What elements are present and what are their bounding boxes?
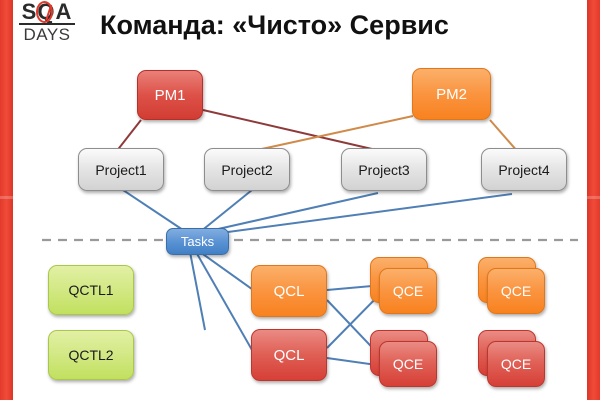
- node-project4[interactable]: Project4: [481, 148, 567, 191]
- node-qce-red-2-label: QCE: [500, 356, 532, 372]
- edge-project3-tasks: [195, 192, 379, 235]
- node-pm2-label: PM2: [436, 85, 467, 103]
- node-qctl1-label: QCTL1: [68, 282, 114, 298]
- node-project2[interactable]: Project2: [204, 148, 290, 191]
- edge-tasks-qcl-orange: [199, 251, 257, 293]
- node-pm1-label: PM1: [154, 86, 186, 104]
- edge-tasks-qcl-red: [195, 251, 257, 358]
- sqa-days-logo: SQA DAYS: [17, 1, 77, 44]
- qce-stack-front-card[interactable]: QCE: [379, 341, 437, 387]
- left-red-stripe: [0, 0, 13, 400]
- node-qce-red-1-label: QCE: [392, 356, 424, 372]
- node-project3[interactable]: Project3: [341, 148, 427, 191]
- edge-pm2-project4: [489, 119, 519, 153]
- node-qce-red-2[interactable]: QCE: [478, 330, 545, 387]
- node-qcl-red-label: QCL: [273, 346, 305, 364]
- edge-pm1-project1: [115, 119, 142, 153]
- node-qctl1[interactable]: QCTL1: [48, 265, 134, 315]
- node-qce-orange-2[interactable]: QCE: [478, 257, 545, 314]
- edge-project2-tasks: [199, 189, 253, 233]
- node-qce-orange-2-label: QCE: [500, 283, 532, 299]
- node-qcl-orange-label: QCL: [273, 282, 305, 300]
- node-pm2[interactable]: PM2: [412, 68, 491, 120]
- page-title: Команда: «Чисто» Сервис: [100, 10, 449, 40]
- logo-divider: [19, 23, 75, 25]
- node-project3-label: Project3: [358, 161, 410, 178]
- logo-circle-icon: [36, 1, 53, 23]
- qce-stack-front-card[interactable]: QCE: [487, 341, 545, 387]
- node-pm1[interactable]: PM1: [137, 70, 203, 120]
- node-tasks[interactable]: Tasks: [166, 228, 229, 255]
- right-red-stripe: [587, 0, 600, 400]
- node-qce-orange-1-label: QCE: [392, 283, 424, 299]
- node-qce-orange-1[interactable]: QCE: [370, 257, 437, 314]
- node-qcl-orange[interactable]: QCL: [251, 265, 327, 317]
- logo-bottom-text: DAYS: [23, 25, 71, 44]
- qce-stack-front-card[interactable]: QCE: [487, 268, 545, 314]
- node-project1[interactable]: Project1: [78, 148, 164, 191]
- qce-stack-front-card[interactable]: QCE: [379, 268, 437, 314]
- node-project4-label: Project4: [498, 161, 550, 178]
- node-qcl-red[interactable]: QCL: [251, 329, 327, 381]
- edge-pm1-project3: [202, 109, 386, 153]
- node-project2-label: Project2: [221, 161, 273, 178]
- edge-pm2-project2: [247, 115, 414, 153]
- node-qce-red-1[interactable]: QCE: [370, 330, 437, 387]
- node-qctl2-label: QCTL2: [68, 347, 114, 363]
- edge-tasks-lower-left: [189, 251, 206, 331]
- edge-project4-tasks: [197, 193, 513, 237]
- edge-project1-tasks: [122, 189, 187, 233]
- node-qctl2[interactable]: QCTL2: [48, 330, 134, 380]
- node-tasks-label: Tasks: [180, 234, 215, 249]
- node-project1-label: Project1: [95, 161, 147, 178]
